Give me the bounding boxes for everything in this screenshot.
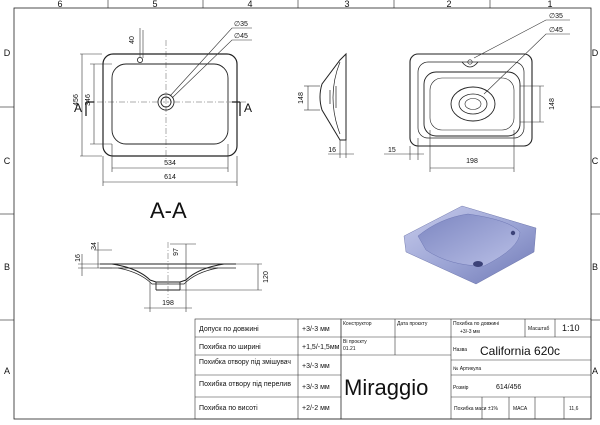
- row-labels: D C B A D C B A: [4, 48, 599, 376]
- rear-view: ∅35 ∅45 148 15 198: [384, 13, 570, 172]
- designer-label: Конструктор: [343, 321, 372, 327]
- dim-label: 40: [129, 36, 136, 44]
- name-label: Назва: [453, 347, 467, 353]
- diameter-label: ∅35: [549, 13, 563, 20]
- spec-value: +1,5/-1,5мм: [302, 344, 340, 351]
- row-label: B: [4, 262, 10, 272]
- article-label: № Артикула: [453, 366, 481, 372]
- gauge-value: +3/-3 мм: [460, 329, 480, 335]
- col-label: 3: [344, 0, 349, 9]
- check-label: Дата проєкту: [397, 321, 428, 327]
- col-label: 1: [547, 0, 552, 9]
- dim-label: 534: [164, 160, 176, 167]
- row-label: B: [592, 262, 598, 272]
- basin-3d-render: [403, 205, 537, 285]
- mass-label: Похибка маси: [454, 406, 487, 412]
- product-name: California 620c: [480, 344, 560, 358]
- dim-label: 148: [298, 92, 305, 104]
- spec-table: Допуск по довжині +3/-3 мм Похибка по ши…: [194, 318, 342, 420]
- dim-label: 148: [549, 98, 556, 110]
- date-value: 01.21: [343, 346, 356, 352]
- spec-label: Похибка по ширині: [199, 343, 261, 351]
- spec-label: Похибка отвору під перелив: [199, 380, 291, 388]
- col-label: 5: [152, 0, 157, 9]
- brand-logo: Miraggio: [344, 375, 428, 400]
- size-value: 614/456: [496, 384, 521, 391]
- dim-label: 614: [164, 174, 176, 181]
- dim-label: 34: [91, 242, 98, 250]
- row-label: A: [592, 366, 598, 376]
- column-labels: 6 5 4 3 2 1: [57, 0, 552, 9]
- dim-label: 16: [75, 254, 82, 262]
- col-label: 6: [57, 0, 62, 9]
- mass-value: 11,6: [569, 406, 579, 412]
- section-view: 16 34 97 120 198: [75, 242, 270, 312]
- row-label: D: [4, 48, 11, 58]
- section-mark: A: [244, 101, 252, 115]
- title-block: Конструктор Дата проєкту Ві проєкту 01.2…: [340, 318, 592, 420]
- col-label: 4: [247, 0, 252, 9]
- gauge-label: Похибка по довжині: [453, 321, 499, 327]
- diameter-label: ∅45: [234, 33, 248, 40]
- row-label: A: [4, 366, 10, 376]
- spec-value: +3/-3 мм: [302, 363, 330, 370]
- dim-label: 120: [263, 271, 270, 283]
- dim-label: 456: [73, 94, 80, 106]
- side-view: 148 16: [298, 52, 354, 158]
- dim-label: 15: [388, 147, 396, 154]
- dim-label: 198: [466, 158, 478, 165]
- dim-label: 16: [328, 147, 336, 154]
- spec-value: +3/-3 мм: [302, 384, 330, 391]
- row-label: C: [592, 156, 599, 166]
- spec-label: Похибка по висоті: [199, 404, 258, 412]
- spec-value: +2/-2 мм: [302, 405, 330, 412]
- material-label: МАСА: [513, 406, 528, 412]
- scale-label: Масштаб: [528, 326, 550, 332]
- row-label: C: [4, 156, 11, 166]
- diameter-label: ∅45: [549, 27, 563, 34]
- size-label: Розмір: [453, 385, 469, 391]
- col-label: 2: [446, 0, 451, 9]
- top-view: ∅35 ∅45 40 456 346 A A 534 614: [73, 21, 252, 186]
- dim-label: 346: [85, 94, 92, 106]
- spec-label: Похибка отвору під змішувач: [199, 358, 291, 366]
- spec-value: +3/-3 мм: [302, 326, 330, 333]
- dim-label: 97: [173, 248, 180, 256]
- date-label: Ві проєкту: [343, 339, 367, 345]
- row-label: D: [592, 48, 599, 58]
- dim-label: 198: [162, 300, 174, 307]
- diameter-label: ∅35: [234, 21, 248, 28]
- mass-pct: ±1%: [488, 406, 499, 412]
- spec-label: Допуск по довжині: [199, 325, 259, 333]
- section-mark: A: [74, 101, 82, 115]
- scale-value: 1:10: [562, 323, 580, 333]
- section-title: A-A: [150, 198, 187, 223]
